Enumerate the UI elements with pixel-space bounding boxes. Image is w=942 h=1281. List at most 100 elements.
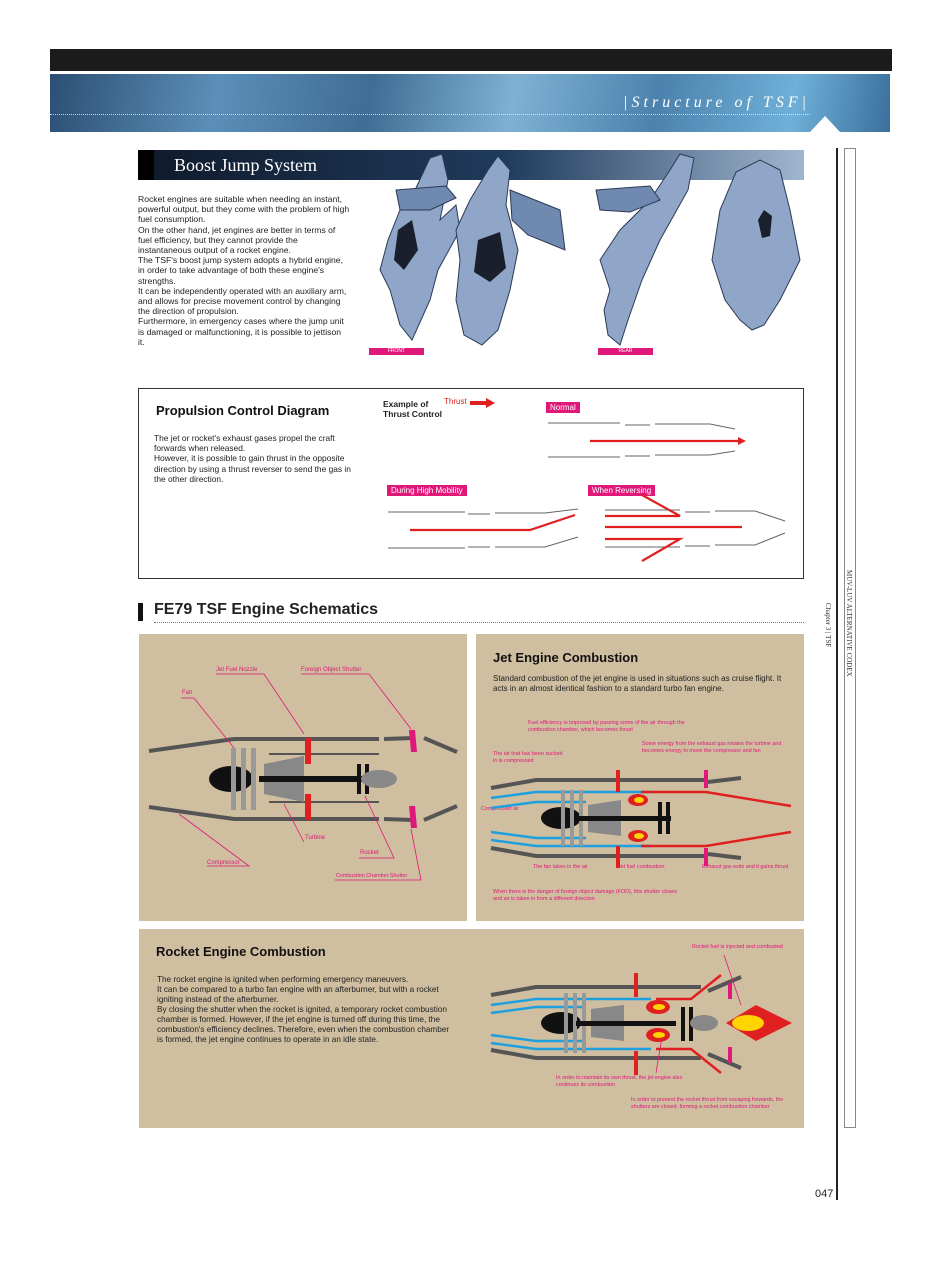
boost-paragraph: Rocket engines are suitable when needing… (138, 194, 350, 225)
jet-flames (646, 1000, 670, 1042)
casing-upper (490, 985, 701, 997)
label-fan: Fan (182, 690, 193, 696)
note-maintain-thrust: In order to maintain its own thrust, the… (556, 1075, 683, 1088)
jump-unit-front-1-wing (395, 185, 457, 211)
air-flow (490, 1041, 651, 1051)
engine-schematic (148, 673, 458, 881)
leader-line (335, 828, 422, 881)
casing-upper (490, 778, 706, 790)
leader-line (181, 697, 235, 749)
mobility-lower-duct (388, 536, 579, 549)
fod-shutter (704, 848, 708, 866)
air-flow (490, 838, 651, 848)
boost-jump-title: Boost Jump System (174, 155, 318, 175)
rocket-combustion-text: The rocket engine is ignited when perfor… (157, 975, 452, 1045)
boost-paragraph: The TSF's boost jump system adopts a hyb… (138, 255, 343, 286)
note-some-energy: Some energy from the exhaust gas rotates… (642, 741, 782, 754)
casing-lower-rear (707, 1052, 742, 1070)
leader-line (283, 803, 305, 843)
leader-line (301, 673, 412, 730)
air-flow (490, 800, 586, 810)
note-fod: When there is the danger of foreign obje… (493, 889, 677, 902)
casing-lower (490, 1048, 701, 1060)
sidebar-chapter: Chapter 3 | TSF (824, 603, 832, 648)
propulsion-title: Propulsion Control Diagram (156, 403, 330, 418)
example-line: Example of (383, 399, 429, 409)
jet-combustion-text: Standard combustion of the jet engine is… (493, 674, 782, 693)
label-jet-fuel-nozzle: Jet Fuel Nozzle (216, 667, 258, 673)
fan-blade (573, 993, 577, 1053)
fan-blade (564, 993, 568, 1053)
jet-flames (628, 794, 648, 842)
jet-combustion-diagram (490, 770, 792, 868)
casing-upper-rear (707, 975, 742, 993)
air-flow (490, 1005, 586, 1015)
turbine-disk (357, 764, 361, 794)
jet-combustion-panel (476, 634, 804, 921)
casing-lower-rear (707, 852, 742, 860)
label-foreign-object-shutter: Foreign Object Shutter (301, 667, 362, 673)
flame-core (634, 833, 644, 839)
reversing-tag: When Reversing (588, 485, 656, 496)
jet-fuel-nozzle (305, 738, 311, 764)
thrust-legend-label: Thrust (444, 397, 467, 406)
jump-unit-rear-1-wing (595, 185, 661, 213)
fe79-title: FE79 TSF Engine Schematics (154, 601, 379, 618)
example-line: Thrust Control (383, 409, 443, 419)
note-exhaust-gas: Exhaust gas exits and it gains thrust (702, 864, 789, 870)
flame-core (653, 1004, 665, 1010)
rocket-cone (690, 1015, 718, 1031)
rear-tag: REAR (598, 348, 653, 355)
normal-lower-duct (548, 450, 736, 458)
air-flow (490, 997, 651, 1007)
fuel-nozzle (634, 1051, 638, 1075)
label-turbine: Turbine (305, 835, 326, 841)
reversing-thrust-arrow (605, 494, 742, 562)
casing-lower-rear (383, 804, 458, 822)
shaft (576, 816, 671, 821)
fuel-nozzle (634, 973, 638, 997)
foreign-object-shutter-lower (409, 806, 417, 828)
fan-blade (231, 748, 236, 810)
fan-blade (570, 790, 574, 846)
nose-cone (541, 1012, 581, 1034)
banner-notch (810, 116, 840, 132)
turbine-disk (658, 802, 662, 834)
rocket-flame-core (732, 1015, 764, 1031)
normal-tag: Normal (546, 402, 580, 413)
normal-upper-duct (548, 422, 736, 430)
closed-shutter (728, 983, 732, 999)
boost-jump-text: Rocket engines are suitable when needing… (138, 194, 350, 347)
flame-core (634, 797, 644, 803)
sidebar-book-title: MUV-LUV ALTERNATIVE CODEX (845, 570, 853, 677)
fan-blade (251, 748, 256, 810)
fod-shutter (704, 770, 708, 788)
rocket-combustion-panel (139, 929, 804, 1128)
jet-combustion-title: Jet Engine Combustion (493, 650, 639, 665)
fan-blade (241, 748, 246, 810)
mobility-upper-duct (388, 508, 579, 515)
note-fuel-efficiency: Fuel efficiency is improved by passing s… (528, 720, 685, 733)
fuel-nozzle (616, 770, 620, 792)
jump-unit-rear-2 (711, 159, 801, 331)
leader-line (178, 813, 251, 867)
rocket-paragraph: The rocket engine is ignited when perfor… (157, 975, 409, 984)
casing-upper-rear (383, 736, 458, 754)
blocked-exhaust (656, 974, 722, 1001)
leader-line (723, 955, 742, 1006)
example-label: Example of Thrust Control (383, 399, 442, 419)
jump-unit-front-2-wing (509, 189, 566, 251)
sidebar-rail (844, 148, 856, 1128)
casing-lower (148, 805, 379, 821)
blocked-exhaust (656, 1047, 722, 1074)
note-jet-fuel-combustion: Jet fuel combustion (618, 864, 665, 870)
shaft (576, 1021, 676, 1026)
fe79-dotted-rule (154, 622, 804, 623)
arrowhead (738, 437, 746, 445)
rocket-paragraph: It can be compared to a turbo fan engine… (157, 985, 439, 1004)
rocket-combustion-title: Rocket Engine Combustion (156, 944, 326, 959)
turbine-disk (681, 1007, 685, 1041)
casing-lower (490, 846, 706, 858)
leader-line (655, 1036, 663, 1074)
boost-paragraph: Furthermore, in emergency cases where th… (138, 316, 344, 347)
